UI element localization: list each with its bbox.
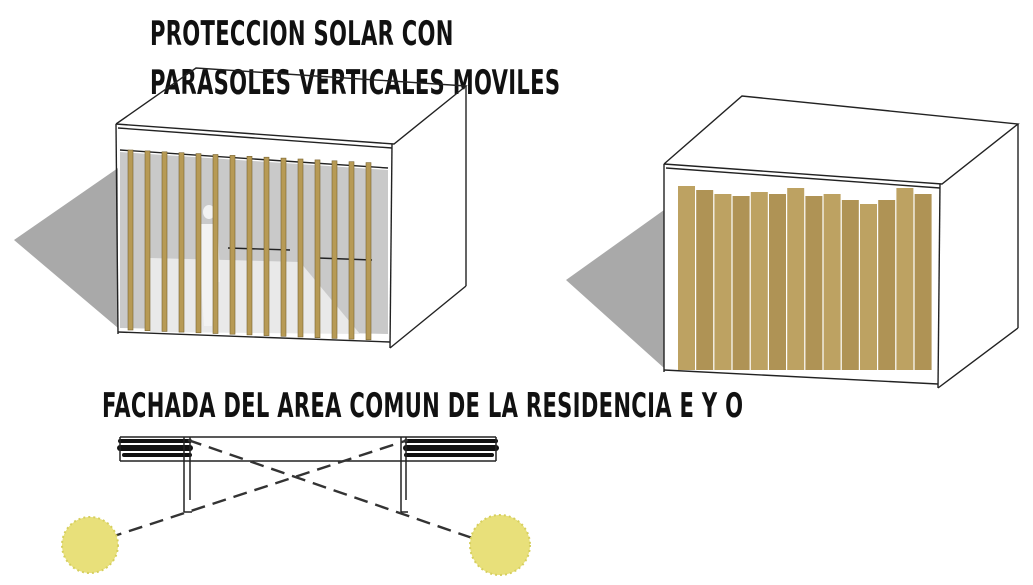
closed-louver [896,188,914,370]
closed-louver [750,192,768,370]
facade-caption: FACHADA DEL AREA COMUN DE LA RESIDENCIA … [102,386,744,426]
closed-louver [805,196,823,370]
open-louver [161,151,168,332]
sun-icon [61,516,119,574]
open-louver [246,156,253,336]
open-louver [127,149,134,331]
sun-icon [469,514,531,576]
closed-louver [878,200,896,370]
louver-plan-right [403,439,499,457]
closed-louver [787,188,805,370]
closed-louvers-box [566,95,1020,389]
closed-louver [841,200,859,370]
open-louver [178,152,185,333]
closed-louver-group [678,186,932,370]
sun-ray-lines [107,438,479,542]
open-louver [144,150,151,331]
cast-shadow-left [14,168,118,328]
closed-louver [914,194,932,370]
closed-louver [823,194,841,370]
open-louver [263,156,270,336]
open-louver [314,159,321,338]
open-louver-group [127,149,372,341]
cast-shadow-right [566,210,664,368]
closed-louver [696,190,714,370]
closed-louver [732,196,750,370]
open-louvers-box [14,67,468,349]
closed-louver [769,194,786,370]
open-louver [348,161,355,340]
open-louver [331,160,338,339]
open-louver [229,155,236,335]
open-louver [195,153,202,334]
closed-louver [678,186,695,370]
plan-diagram [61,436,531,576]
closed-louver [860,204,877,370]
title-line-1: PROTECCION SOLAR CON [150,14,454,54]
open-louver [297,158,304,338]
closed-louver [714,194,732,370]
open-louver [280,157,287,337]
open-louver [212,154,219,334]
louver-plan-left [117,439,193,457]
open-louver [365,162,372,341]
